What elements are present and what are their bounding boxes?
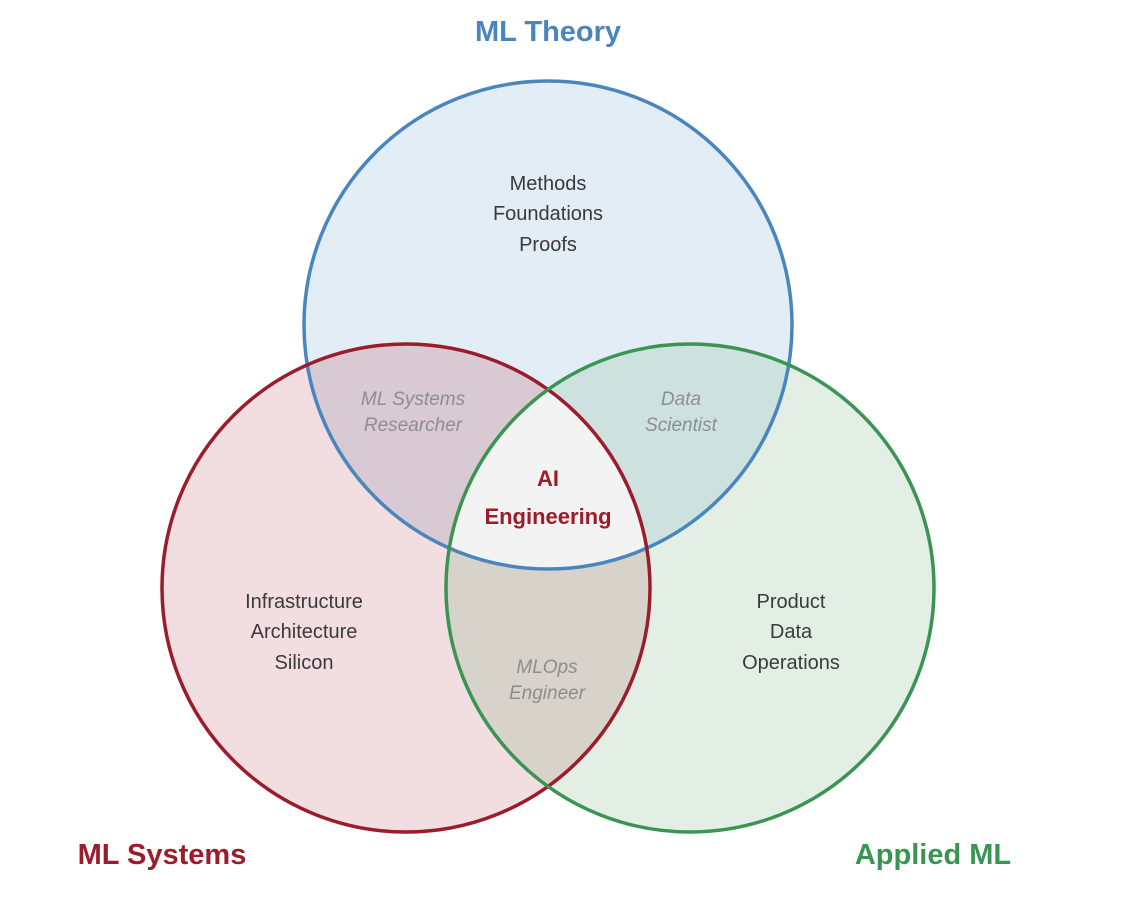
theory-applied-label: Data [661,389,701,410]
applied-ml-item: Operations [742,652,840,674]
ml-systems-item: Infrastructure [245,591,363,613]
ml-systems-item: Architecture [251,621,358,643]
ml-systems-title: ML Systems [78,839,247,871]
theory-systems-label: ML Systems [361,389,466,410]
center-label: AI [537,466,559,491]
systems-applied-label: MLOps [516,657,578,678]
applied-ml-item: Product [757,591,826,613]
systems-applied-label: Engineer [509,683,586,704]
theory-systems-label: Researcher [364,415,463,436]
applied-ml-item: Data [770,621,813,643]
applied-ml-title: Applied ML [855,839,1011,871]
ml-theory-circle-outline [302,79,794,571]
center-overlap [446,344,650,569]
ml-theory-title: ML Theory [475,16,621,48]
theory-applied-label: Scientist [645,415,718,436]
ml-theory-item: Methods [510,173,587,195]
ml-theory-item: Foundations [493,203,603,225]
center-label: Engineering [484,504,611,529]
ml-systems-item: Silicon [275,652,334,674]
ml-systems-circle-outline [160,342,652,834]
ml-theory-item: Proofs [519,234,577,256]
applied-ml-circle-outline [444,342,936,834]
